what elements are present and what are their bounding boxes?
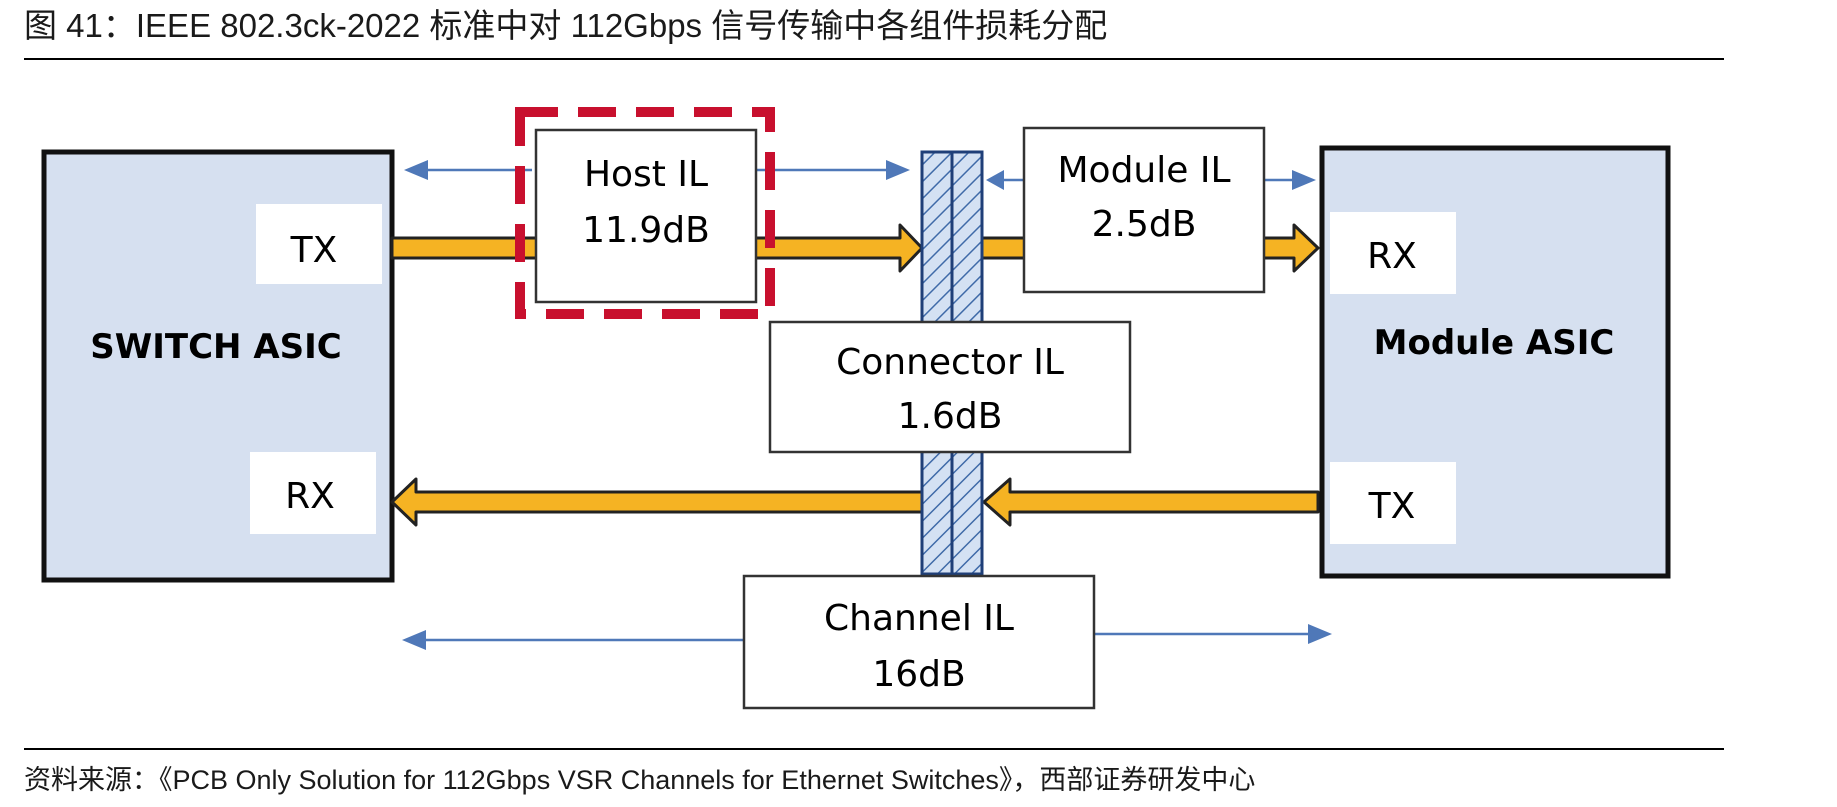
module-asic-label: Module ASIC <box>1374 323 1615 363</box>
host-il-name: Host IL <box>584 154 708 195</box>
rx-signal-arrow-2 <box>390 477 924 527</box>
module-tx-label: TX <box>1368 486 1416 527</box>
module-il-box <box>1022 126 1266 294</box>
host-il-left-arrowhead <box>404 160 428 180</box>
figure-source: 资料来源：《PCB Only Solution for 112Gbps VSR … <box>24 765 1256 795</box>
channel-il-box <box>742 574 1096 710</box>
channel-il-right-arrowhead <box>1308 624 1332 644</box>
switch-tx-label: TX <box>290 230 338 271</box>
switch-rx-port <box>250 452 376 534</box>
rx-signal-arrow-1 <box>982 477 1320 527</box>
module-rx-port <box>1330 212 1456 294</box>
channel-il: Channel IL 16dB <box>742 574 1096 710</box>
channel-il-span <box>402 624 1332 650</box>
module-il-left-arrowhead <box>986 170 1004 190</box>
rx-signal-path <box>390 477 1320 527</box>
switch-asic-label: SWITCH ASIC <box>90 327 341 367</box>
module-rx-label: RX <box>1367 236 1417 277</box>
module-il-value: 2.5dB <box>1092 204 1197 245</box>
host-il-value: 11.9dB <box>582 210 710 251</box>
channel-il-name: Channel IL <box>824 598 1014 639</box>
connector-il-value: 1.6dB <box>898 396 1003 437</box>
host-il: Host IL 11.9dB <box>515 107 775 319</box>
switch-rx-label: RX <box>285 476 335 517</box>
connector-il-box <box>768 320 1132 454</box>
host-il-span <box>404 160 910 180</box>
channel-il-value: 16dB <box>872 654 965 695</box>
module-asic-block: RX TX Module ASIC <box>1319 145 1671 579</box>
host-il-highlight <box>515 107 775 319</box>
module-il-span <box>986 170 1316 190</box>
module-il: Module IL 2.5dB <box>1022 126 1266 294</box>
top-rule <box>24 58 1724 60</box>
bottom-rule <box>24 748 1724 750</box>
host-il-right-arrowhead <box>886 160 910 180</box>
figure-caption: 图 41：IEEE 802.3ck-2022 标准中对 112Gbps 信号传输… <box>24 7 1108 44</box>
module-il-right-arrowhead <box>1292 170 1316 190</box>
connector-il-name: Connector IL <box>836 342 1064 383</box>
switch-tx-port <box>256 204 382 284</box>
module-il-name: Module IL <box>1057 150 1230 191</box>
host-il-box <box>534 128 758 304</box>
switch-asic-block: TX RX SWITCH ASIC <box>41 149 395 583</box>
module-tx-port <box>1330 462 1456 544</box>
channel-il-left-arrowhead <box>402 630 426 650</box>
connector-il: Connector IL 1.6dB <box>768 320 1132 454</box>
